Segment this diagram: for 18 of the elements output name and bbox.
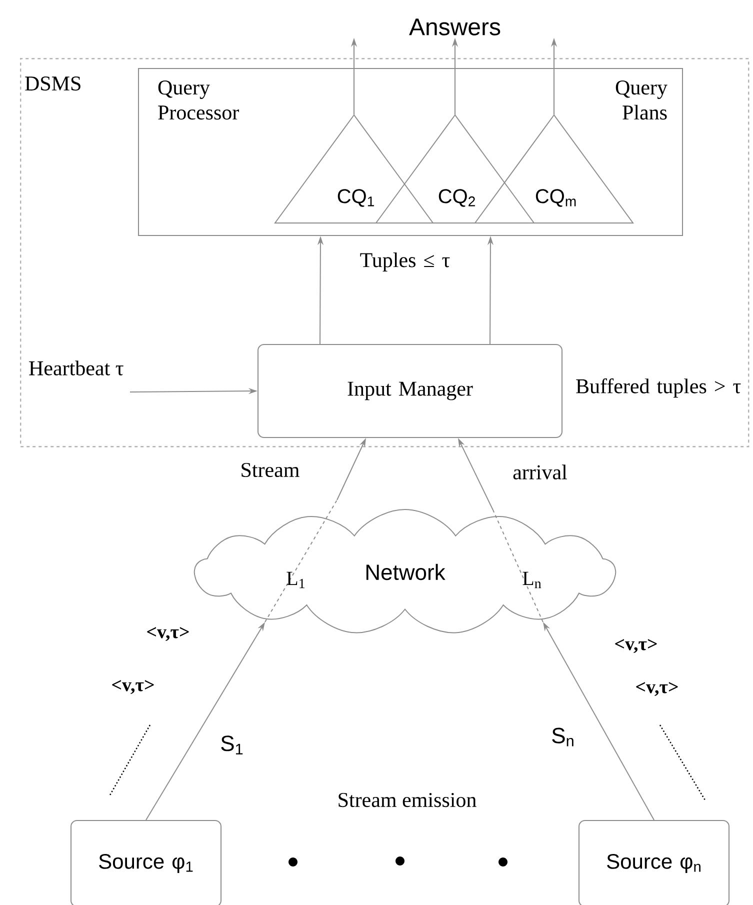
output-label: Answers [409,18,500,36]
source-box: Source φ$_{n}$ [578,820,730,905]
input-manager-box: Input Manager [258,344,562,438]
tuple-label: <v,τ> [112,680,154,694]
source-box: Source φ$_{1}$ [70,820,222,905]
link-label: L$_{1}$ [286,572,305,588]
tuple-label: <v,τ> [147,627,189,641]
tuple-label: <v,τ> [636,682,678,696]
tuples-label: Tuples ≤ τ [360,252,450,272]
stream-name: S$_{1}$ [221,736,243,754]
buffer-label: Buffered tuples > τ [576,378,741,398]
emission-label: Stream emission [338,792,476,808]
stream-label: Stream [242,462,300,478]
stream-name: S$_{n}$ [552,728,574,746]
tuple-label: <v,τ> [615,639,657,653]
link-label: L$_{n}$ [522,572,542,588]
arrival-label: arrival [513,464,567,480]
input-label: Heartbeat τ [29,360,124,376]
